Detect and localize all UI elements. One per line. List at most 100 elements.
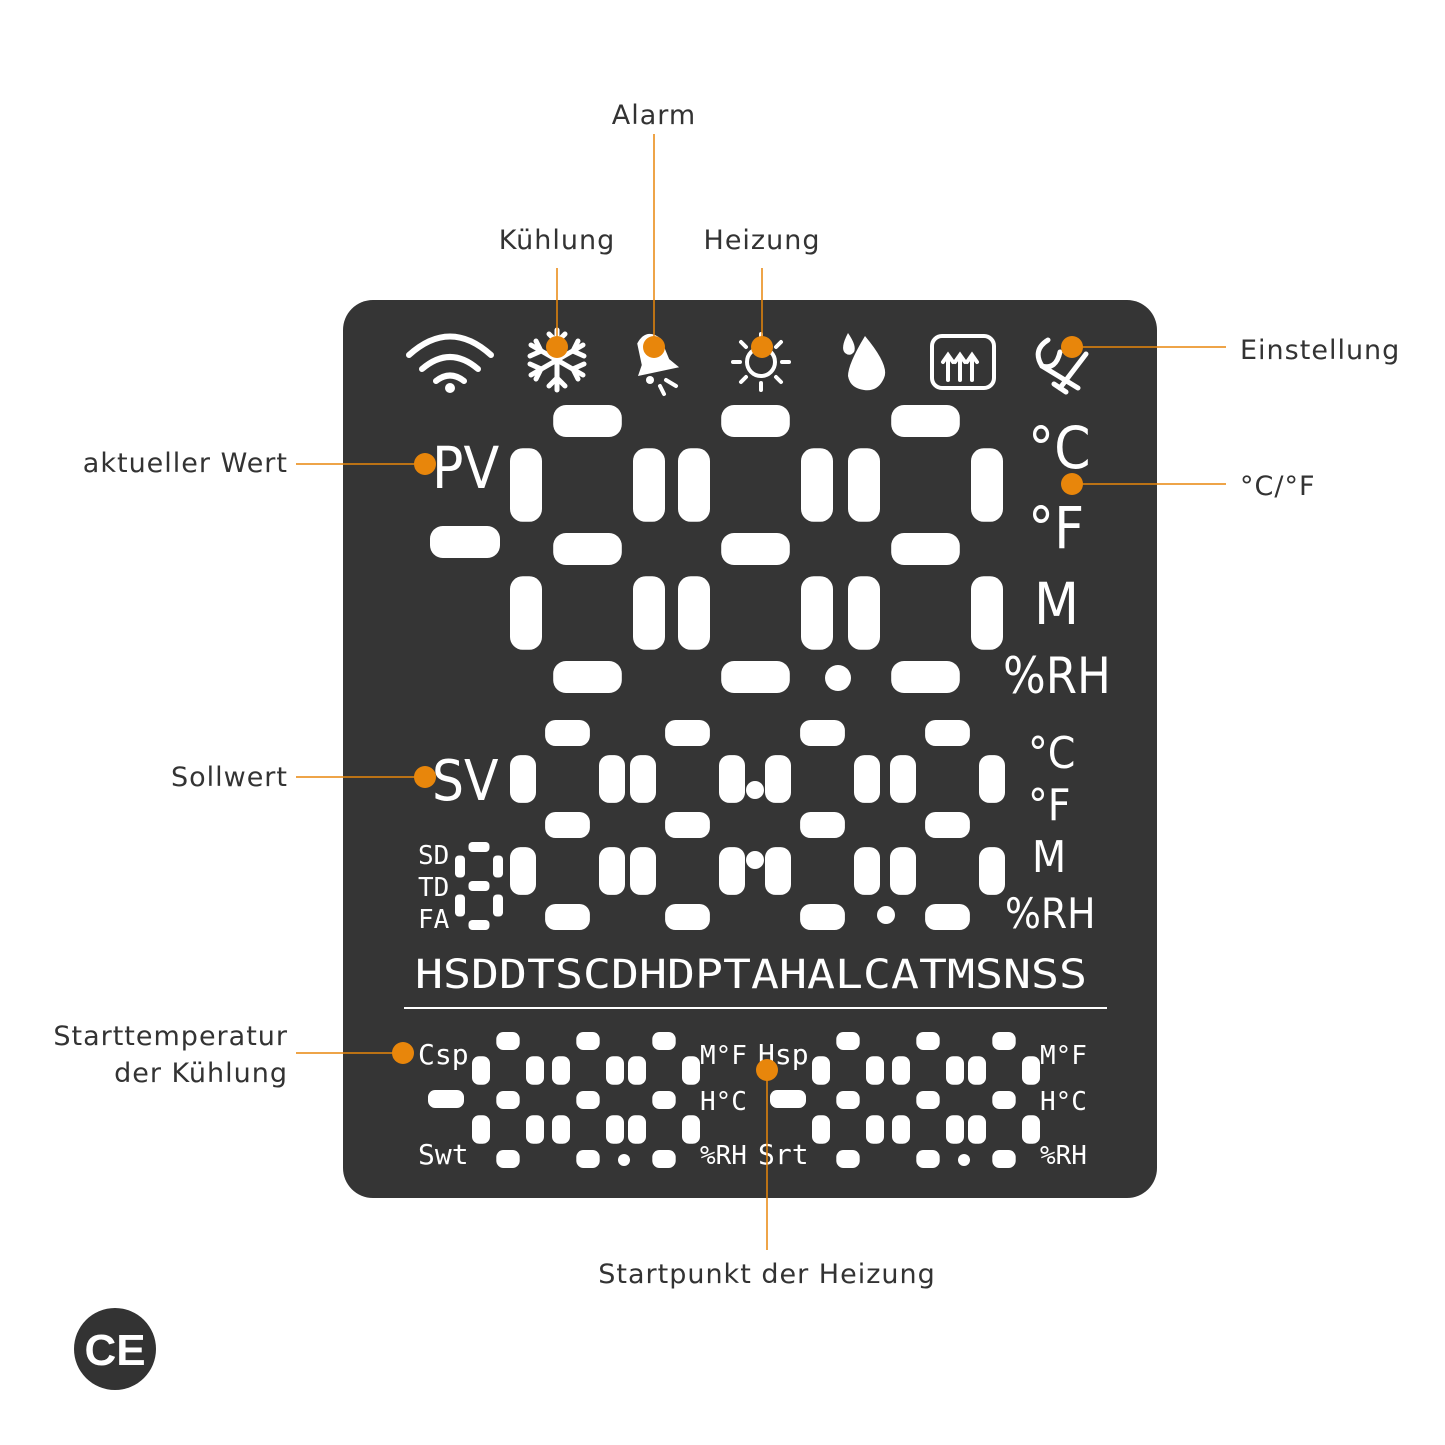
- segment-e: [968, 1115, 986, 1144]
- segment-g: [652, 1091, 676, 1109]
- sv-colon-top: [746, 781, 764, 799]
- segment-b: [682, 1056, 700, 1085]
- sv-unit-f: °F: [1028, 780, 1071, 831]
- segment-a: [800, 720, 845, 746]
- pv-unit-c: °C: [1028, 414, 1091, 482]
- segment-e: [848, 576, 880, 650]
- segment-g: [800, 812, 845, 838]
- segment-e: [455, 894, 465, 917]
- segment-a: [925, 720, 970, 746]
- lcd-digit-4: [890, 720, 1005, 930]
- segment-b: [606, 1056, 624, 1085]
- br-minus: [770, 1090, 806, 1108]
- bl-unit-hc: H°C: [700, 1087, 747, 1117]
- segment-g: [545, 812, 590, 838]
- ce-mark: CE: [74, 1308, 156, 1390]
- segment-f: [455, 855, 465, 878]
- callout-dots: [392, 336, 1083, 1081]
- br-unit-hc: H°C: [1040, 1087, 1087, 1117]
- sv-unit-m: M: [1032, 832, 1066, 883]
- segment-f: [472, 1056, 490, 1085]
- lcd-digit-2: [892, 1032, 964, 1168]
- sv-decimal-dot: [877, 906, 895, 924]
- segment-a: [496, 1032, 520, 1050]
- segment-b: [1022, 1056, 1040, 1085]
- segment-f: [628, 1056, 646, 1085]
- segment-d: [891, 661, 960, 693]
- segment-c: [719, 847, 745, 895]
- segment-d: [836, 1150, 860, 1168]
- segment-c: [682, 1115, 700, 1144]
- segment-d: [468, 920, 490, 930]
- lcd-digit-1: [472, 1032, 544, 1168]
- pv-digits: [430, 405, 1003, 693]
- segment-a: [468, 842, 490, 852]
- segment-f: [892, 1056, 910, 1085]
- sv-unit-rh: %RH: [1005, 889, 1096, 938]
- segment-e: [552, 1115, 570, 1144]
- humidity-drop-icon: [843, 333, 886, 391]
- segment-a: [916, 1032, 940, 1050]
- segment-g: [496, 1091, 520, 1109]
- segment-e: [472, 1115, 490, 1144]
- segment-b: [633, 448, 665, 522]
- bl-unit-rh: %RH: [700, 1141, 747, 1171]
- sv-colon-bottom: [746, 851, 764, 869]
- segment-c: [633, 576, 665, 650]
- callout-unit: °C/°F: [1240, 471, 1315, 502]
- heater-icon: [930, 334, 996, 390]
- segment-f: [510, 755, 536, 803]
- wrench-icon: [1035, 337, 1089, 395]
- srt-label: Srt: [758, 1138, 809, 1171]
- segment-d: [925, 904, 970, 930]
- segment-e: [890, 847, 916, 895]
- segment-c: [606, 1115, 624, 1144]
- wifi-icon: [406, 333, 494, 393]
- br-decimal-dot: [958, 1154, 970, 1166]
- callout-setpoint: Sollwert: [171, 762, 288, 793]
- lcd-digit-2: [630, 720, 745, 930]
- bottom-left-digits: [428, 1032, 700, 1168]
- lcd-digit-2: [678, 405, 833, 693]
- segment-f: [678, 448, 710, 522]
- lcd-digit-1: [455, 842, 503, 930]
- segment-d: [545, 904, 590, 930]
- segment-e: [765, 847, 791, 895]
- segment-e: [630, 847, 656, 895]
- segment-b: [526, 1056, 544, 1085]
- segment-f: [630, 755, 656, 803]
- fa-label: FA: [418, 905, 450, 935]
- sv-label: SV: [432, 749, 499, 814]
- pv-decimal-dot: [825, 665, 851, 691]
- segment-e: [510, 576, 542, 650]
- segment-a: [576, 1032, 600, 1050]
- bottom-right-digits: [770, 1032, 1040, 1168]
- segment-c: [854, 847, 880, 895]
- callout-alarm: Alarm: [612, 100, 696, 131]
- segment-d: [652, 1150, 676, 1168]
- sd-label: SD: [418, 841, 449, 871]
- br-unit-mf: M°F: [1040, 1041, 1087, 1071]
- segment-c: [1022, 1115, 1040, 1144]
- segment-c: [493, 894, 503, 917]
- lcd-digit-3: [628, 1032, 700, 1168]
- segment-d: [800, 904, 845, 930]
- segment-a: [553, 405, 622, 437]
- segment-c: [971, 576, 1003, 650]
- segment-d: [665, 904, 710, 930]
- td-label: TD: [418, 873, 449, 903]
- segment-g: [576, 1091, 600, 1109]
- segment-d: [553, 661, 622, 693]
- segment-d: [721, 661, 790, 693]
- callout-setting: Einstellung: [1240, 335, 1400, 366]
- segment-e: [812, 1115, 830, 1144]
- segment-d: [576, 1150, 600, 1168]
- callout-current-value: aktueller Wert: [83, 448, 288, 479]
- segment-f: [968, 1056, 986, 1085]
- br-unit-rh: %RH: [1040, 1141, 1087, 1171]
- segment-b: [599, 755, 625, 803]
- segment-a: [652, 1032, 676, 1050]
- segment-e: [892, 1115, 910, 1144]
- segment-b: [971, 448, 1003, 522]
- segment-g: [992, 1091, 1016, 1109]
